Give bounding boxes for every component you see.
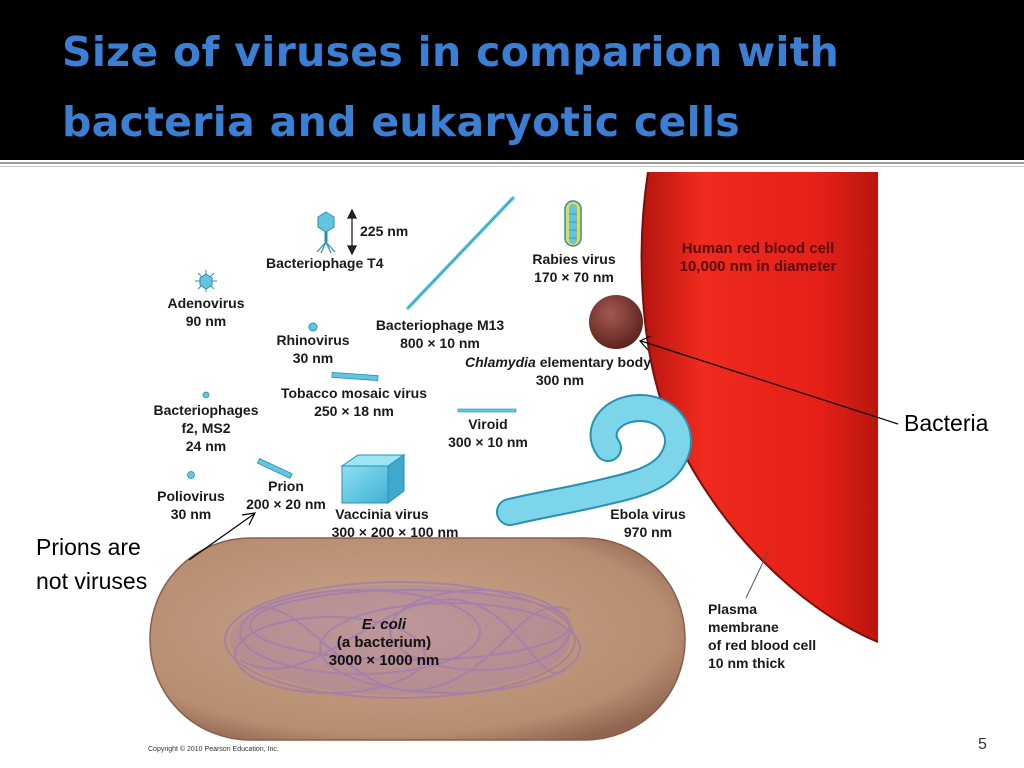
t4-size-label: 225 nm	[360, 223, 408, 239]
slide-title-line-2: bacteria and eukaryotic cells	[62, 98, 741, 146]
bacteriophage-t4-icon	[316, 211, 336, 254]
membrane-leader-line	[745, 551, 769, 599]
tobacco-mosaic-virus-icon	[331, 371, 379, 382]
m13-outline	[407, 197, 514, 309]
prion-icon	[256, 458, 293, 479]
chlamydia-elementary-body-icon	[589, 295, 643, 349]
rhinovirus-name-label: Rhinovirus	[276, 332, 349, 348]
rbc-name-label: Human red blood cell	[682, 240, 835, 257]
bacteria-annotation: Bacteria	[904, 410, 989, 436]
ebola-size-label: 970 nm	[624, 524, 672, 540]
f2-size-label: 24 nm	[186, 438, 226, 454]
rbc-size-label: 10,000 nm in diameter	[680, 258, 837, 275]
adenovirus-icon	[195, 270, 217, 292]
e-coli-name-label: E. coli	[362, 616, 407, 633]
vaccinia-virus-icon	[340, 454, 406, 504]
vaccinia-name-label: Vaccinia virus	[335, 506, 429, 522]
rhinovirus-size-label: 30 nm	[293, 350, 333, 366]
adenovirus-name-label: Adenovirus	[167, 295, 244, 311]
red-blood-cell	[641, 172, 878, 642]
copyright-notice: Copyright © 2010 Pearson Education, Inc.	[148, 746, 279, 753]
membrane-label-4: 10 nm thick	[708, 655, 785, 671]
adenovirus-size-label: 90 nm	[186, 313, 226, 329]
tmv-name-label: Tobacco mosaic virus	[281, 385, 427, 401]
title-divider-thin	[0, 166, 1024, 167]
membrane-label-2: membrane	[708, 619, 779, 635]
rabies-size-label: 170 × 70 nm	[534, 269, 614, 285]
t4-name-label: Bacteriophage T4	[266, 255, 384, 271]
e-coli-nucleoid	[224, 581, 581, 699]
ebola-virus-icon	[496, 393, 692, 526]
vaccinia-size-label: 300 × 200 × 100 nm	[332, 524, 459, 540]
bacteriophage-f2-ms2-icon	[202, 391, 210, 399]
prion-name-label: Prion	[268, 478, 304, 494]
rhinovirus-icon	[308, 322, 318, 332]
prions-annotation: Prions are not viruses	[36, 530, 196, 598]
t4-size-arrow	[346, 208, 358, 256]
tmv-size-label: 250 × 18 nm	[314, 403, 394, 419]
page-number: 5	[978, 736, 987, 753]
membrane-label-3: of red blood cell	[708, 637, 816, 653]
viroid-name-label: Viroid	[468, 416, 507, 432]
prions-annotation-line-1: Prions are	[36, 534, 141, 560]
chlamydia-name-label: Chlamydia elementary body	[465, 354, 651, 370]
viroid-icon	[457, 408, 517, 413]
slide-title-line-1: Size of viruses in comparion with	[62, 28, 840, 76]
title-bar: Size of viruses in comparion with bacter…	[0, 0, 1024, 160]
prion-annotation-arrow	[188, 512, 257, 561]
poliovirus-size-label: 30 nm	[171, 506, 211, 522]
m13-name-label: Bacteriophage M13	[376, 317, 505, 333]
prion-size-label: 200 × 20 nm	[246, 496, 326, 512]
rabies-virus-icon	[564, 200, 582, 247]
viroid-size-label: 300 × 10 nm	[448, 434, 528, 450]
e-coli-nucleoid-fill	[230, 585, 570, 695]
membrane-label-1: Plasma	[708, 601, 757, 617]
chlamydia-size-label: 300 nm	[536, 372, 584, 388]
f2-name-label-1: Bacteriophages	[153, 402, 258, 418]
m13-size-label: 800 × 10 nm	[400, 335, 480, 351]
title-divider	[0, 162, 1024, 164]
e-coli-desc-label: (a bacterium)	[337, 634, 431, 651]
ebola-name-label: Ebola virus	[610, 506, 686, 522]
e-coli-size-label: 3000 × 1000 nm	[329, 652, 440, 669]
f2-name-label-2: f2, MS2	[181, 420, 230, 436]
rabies-name-label: Rabies virus	[532, 251, 615, 267]
poliovirus-name-label: Poliovirus	[157, 488, 225, 504]
poliovirus-icon	[187, 471, 195, 479]
prions-annotation-line-2: not viruses	[36, 568, 148, 594]
bacteria-annotation-arrow	[639, 335, 899, 425]
